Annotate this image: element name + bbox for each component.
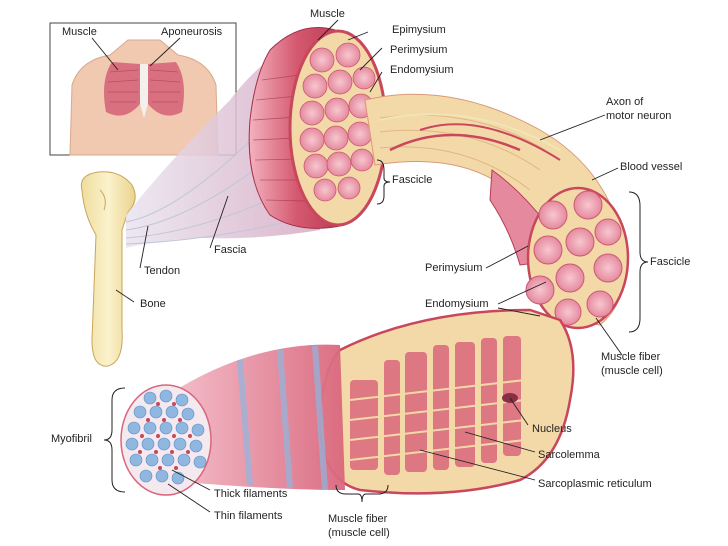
torso-inset	[49, 22, 237, 156]
label-axon-line2: motor neuron	[606, 110, 672, 122]
label-perimysium-top: Perimysium	[390, 44, 448, 56]
label-bone: Bone	[140, 298, 166, 310]
myofibril-bundle	[120, 344, 345, 496]
label-perimysium-mid: Perimysium	[425, 262, 483, 274]
label-myofibril: Myofibril	[51, 433, 92, 445]
label-thick-filaments: Thick filaments	[214, 488, 288, 500]
label-inset-muscle: Muscle	[62, 26, 97, 38]
label-nucleus: Nucleus	[532, 423, 572, 435]
label-fascicle-center: Fascicle	[392, 174, 433, 186]
label-fascia: Fascia	[214, 244, 247, 256]
label-endomysium-mid: Endomysium	[425, 298, 489, 310]
label-muscle-fiber-right-line1: Muscle fiber	[601, 351, 661, 363]
label-muscle-fiber-bottom-line1: Muscle fiber	[328, 513, 388, 525]
leader-lines	[91, 19, 623, 513]
label-muscle: Muscle	[310, 8, 345, 20]
label-tendon: Tendon	[144, 265, 181, 277]
label-fascicle-right: Fascicle	[650, 256, 691, 268]
muscle-fiber-cell	[318, 308, 575, 495]
label-muscle-fiber-right-line2: (muscle cell)	[601, 365, 663, 377]
label-thin-filaments: Thin filaments	[214, 510, 283, 522]
label-axon-line1: Axon of	[606, 96, 644, 108]
label-muscle-fiber-bottom-line2: (muscle cell)	[328, 527, 390, 539]
muscle-cross-section	[288, 29, 388, 227]
label-sarcoplasmic-reticulum: Sarcoplasmic reticulum	[538, 478, 652, 490]
label-sarcolemma: Sarcolemma	[538, 449, 600, 461]
bone	[80, 171, 136, 367]
braces	[103, 159, 649, 503]
fascicle-cross-section	[525, 186, 630, 330]
label-endomysium-top: Endomysium	[390, 64, 454, 76]
label-aponeurosis: Aponeurosis	[161, 26, 223, 38]
label-epimysium: Epimysium	[392, 24, 446, 36]
label-blood-vessel: Blood vessel	[620, 161, 683, 173]
